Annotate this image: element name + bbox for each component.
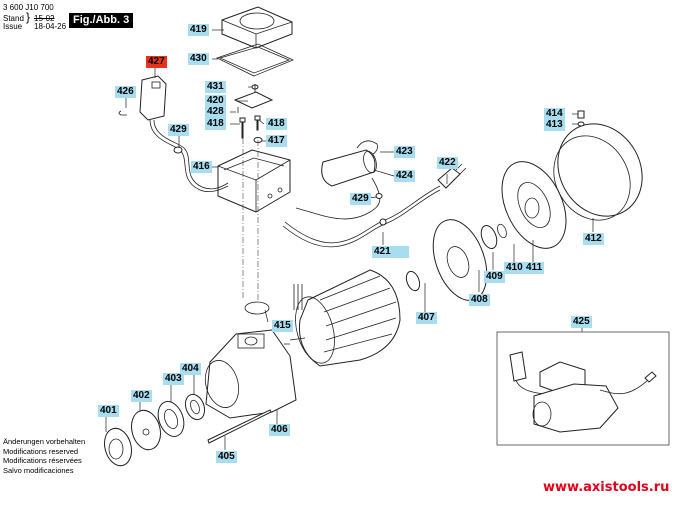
screw-418-right — [254, 115, 261, 131]
plate-420 — [233, 91, 274, 109]
gasket-430 — [215, 43, 295, 77]
note-es: Salvo modificaciones — [3, 465, 74, 475]
part-label-426[interactable]: 426 — [115, 86, 136, 98]
part-label-424[interactable]: 424 — [394, 170, 415, 182]
part-label-425[interactable]: 425 — [571, 316, 592, 328]
bearing-403 — [157, 401, 185, 437]
rod-405 — [207, 409, 272, 444]
stand-value: 15-02 — [34, 14, 55, 23]
part-label-407[interactable]: 407 — [416, 312, 437, 324]
washer-413 — [577, 121, 585, 127]
part-label-415[interactable]: 415 — [272, 320, 293, 332]
issue-value: 18-04-26 — [34, 22, 67, 31]
brace-icon: } — [26, 10, 31, 24]
seal-404 — [184, 393, 206, 421]
plug-422 — [437, 167, 461, 189]
part-label-422[interactable]: 422 — [437, 157, 458, 169]
part-label-418-left[interactable]: 418 — [205, 118, 226, 130]
bearing-409 — [480, 224, 498, 250]
complete-unit-drawing — [509, 351, 657, 433]
note-de: Änderungen vorbehalten — [3, 437, 86, 446]
capacitor-424 — [321, 149, 377, 187]
bearing-407 — [405, 270, 421, 292]
terminal-box-416 — [217, 149, 291, 213]
part-label-414[interactable]: 414 — [544, 108, 565, 120]
part-label-419[interactable]: 419 — [188, 24, 209, 36]
modification-notes: Änderungen vorbehalten Modifications res… — [3, 437, 85, 475]
part-label-427[interactable]: 427 — [146, 56, 167, 68]
part-label-420[interactable]: 420 — [205, 95, 226, 107]
pump-housing — [204, 329, 297, 419]
grommet-429-b — [375, 193, 383, 199]
part-label-403[interactable]: 403 — [163, 373, 184, 385]
pressure-switch-427 — [139, 75, 167, 121]
stand-label: Stand — [3, 14, 24, 23]
clip-426 — [118, 110, 127, 116]
fan-cover-412 — [553, 123, 643, 221]
part-label-409[interactable]: 409 — [484, 271, 505, 283]
part-label-406[interactable]: 406 — [269, 424, 290, 436]
figure-label: Fig./Abb. 3 — [69, 13, 134, 28]
part-label-421[interactable]: 421 — [372, 246, 409, 258]
part-number: 3 600 J10 700 — [3, 3, 54, 12]
part-label-413[interactable]: 413 — [544, 119, 565, 131]
part-label-429-b[interactable]: 429 — [350, 193, 371, 205]
screw-414 — [577, 110, 585, 119]
part-label-401[interactable]: 401 — [98, 405, 119, 417]
part-label-430[interactable]: 430 — [188, 53, 209, 65]
part-label-410[interactable]: 410 — [504, 262, 525, 274]
note-fr: Modifications réservées — [3, 456, 82, 465]
capacitor-clamp-423 — [356, 140, 378, 155]
part-label-428[interactable]: 428 — [205, 106, 226, 118]
part-label-402[interactable]: 402 — [131, 390, 152, 402]
motor-stator — [284, 269, 401, 367]
part-label-416[interactable]: 416 — [191, 161, 212, 173]
power-cable-421 — [282, 189, 441, 248]
website-link[interactable]: www.axistools.ru — [543, 480, 670, 495]
screw-418-left — [239, 117, 246, 139]
part-label-411[interactable]: 411 — [524, 262, 545, 274]
note-en: Modifications reserved — [3, 446, 79, 456]
impeller-402 — [131, 409, 161, 451]
switch-cable — [149, 119, 229, 193]
o-ring-415 — [244, 301, 270, 315]
part-label-429-a[interactable]: 429 — [168, 124, 189, 136]
part-label-405[interactable]: 405 — [216, 451, 237, 463]
grommet-429-a — [173, 146, 183, 154]
part-label-408[interactable]: 408 — [469, 294, 490, 306]
part-label-417[interactable]: 417 — [266, 135, 287, 147]
part-label-418-right[interactable]: 418 — [266, 118, 287, 130]
ring-410 — [497, 223, 507, 239]
pump-cover-419 — [221, 6, 293, 49]
issue-label: Issue — [3, 22, 23, 31]
part-label-404[interactable]: 404 — [180, 363, 201, 375]
part-label-431[interactable]: 431 — [205, 81, 226, 93]
part-label-423[interactable]: 423 — [394, 146, 415, 158]
part-label-412[interactable]: 412 — [583, 233, 604, 245]
